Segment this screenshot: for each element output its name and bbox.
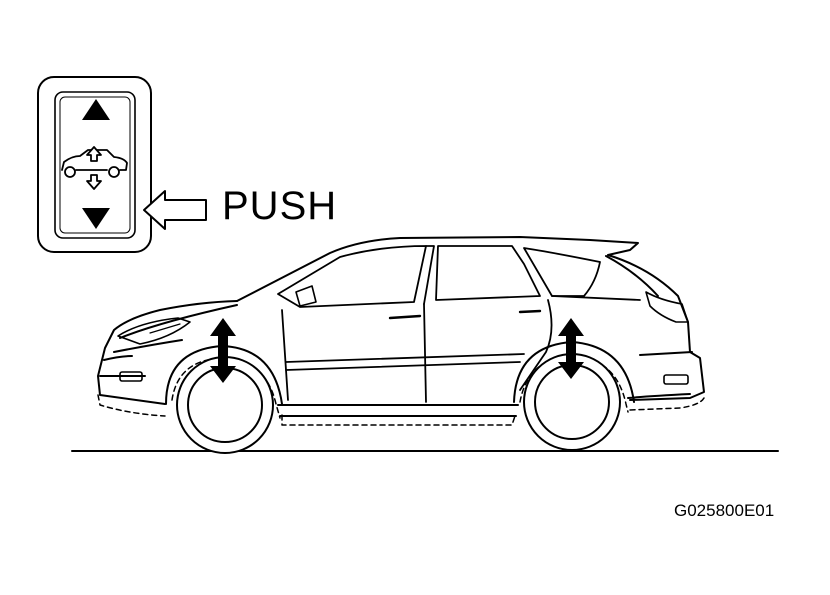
front-wheel — [166, 346, 282, 453]
figure-code: G025800E01 — [674, 501, 775, 520]
push-label: PUSH — [222, 184, 338, 228]
vehicle-height-icon — [62, 147, 127, 189]
vehicle-windows-doors — [278, 246, 640, 402]
up-arrow-icon — [82, 99, 110, 120]
down-arrow-icon — [82, 208, 110, 229]
height-control-switch — [38, 77, 151, 252]
front-height-arrow-icon — [210, 318, 236, 383]
push-arrow-icon — [144, 191, 206, 229]
vehicle-body — [98, 237, 704, 416]
rear-height-arrow-icon — [558, 318, 584, 379]
